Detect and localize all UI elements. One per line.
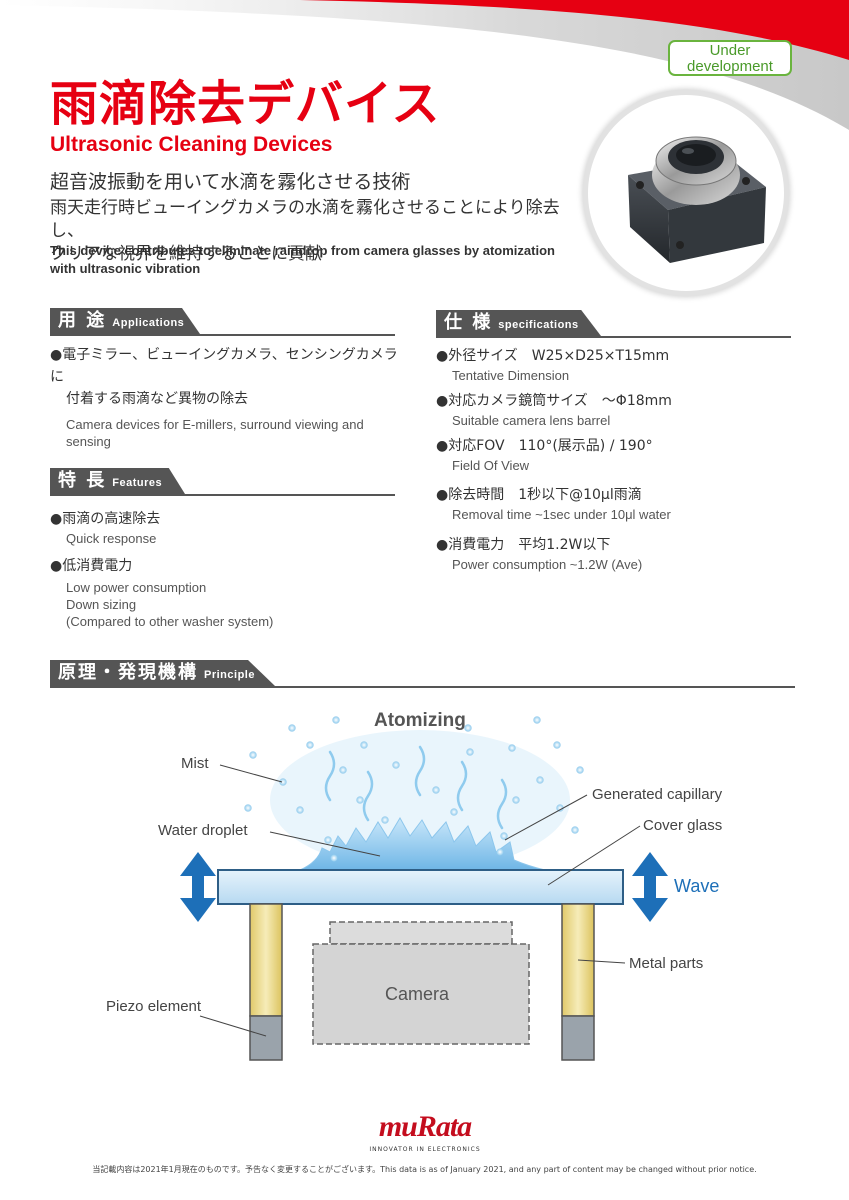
logo-wordmark: muRata bbox=[378, 1110, 472, 1143]
applications-item-jp-2: 付着する雨滴など異物の除去 bbox=[66, 391, 248, 407]
features-tab: 特 長 Features bbox=[50, 468, 185, 494]
murata-logo: muRata INNOVATOR IN ELECTRONICS bbox=[360, 1110, 490, 1154]
spec-row: ●対応FOV 110°(展示品) / 190° Field Of View bbox=[436, 435, 806, 484]
applications-item-jp-1: ●電子ミラー、ビューイングカメラ、センシングカメラに bbox=[50, 347, 398, 385]
spec-jp-1: ●外径サイズ W25×D25×T15mm bbox=[436, 348, 670, 364]
applications-body: ●電子ミラー、ビューイングカメラ、センシングカメラに 付着する雨滴など異物の除去… bbox=[50, 344, 410, 450]
applications-item-en-2: sensing bbox=[66, 434, 111, 449]
spec-en-4: Removal time ~1sec under 10μl water bbox=[452, 507, 671, 522]
spec-en-1: Tentative Dimension bbox=[452, 368, 570, 383]
specifications-title-jp: 仕 様 bbox=[444, 312, 493, 333]
spec-row: ●消費電力 平均1.2W以下 Power consumption ~1.2W (… bbox=[436, 534, 806, 573]
label-piezo-element: Piezo element bbox=[106, 998, 202, 1015]
device-illustration bbox=[628, 136, 766, 263]
feature-item-jp-2: ●低消費電力 bbox=[50, 558, 133, 574]
droplet-bubble bbox=[330, 854, 338, 862]
description-jp-line-1: 雨天走行時ビューイングカメラの水滴を霧化させることにより除去し、 bbox=[50, 198, 560, 241]
label-wave: Wave bbox=[674, 876, 720, 896]
droplet-bubble bbox=[496, 848, 504, 856]
spec-jp-3: ●対応FOV 110°(展示品) / 190° bbox=[436, 438, 653, 454]
subtitle-jp: 超音波振動を用いて水滴を霧化させる技術 bbox=[50, 171, 411, 193]
feature-item-jp-1: ●雨滴の高速除去 bbox=[50, 511, 161, 527]
feature-item-en-2a: Low power consumption bbox=[66, 580, 207, 595]
spec-en-2: Suitable camera lens barrel bbox=[452, 413, 611, 428]
spec-en-5: Power consumption ~1.2W (Ave) bbox=[452, 557, 643, 572]
title-en: Ultrasonic Cleaning Devices bbox=[50, 133, 333, 156]
principle-tab: 原理・発現機構 Principle bbox=[50, 660, 275, 686]
spec-en-3: Field Of View bbox=[452, 458, 530, 473]
features-title-jp: 特 長 bbox=[58, 470, 107, 491]
specifications-header: 仕 様 specifications bbox=[436, 310, 791, 338]
label-camera: Camera bbox=[385, 984, 450, 1004]
title-jp: 雨滴除去デバイス bbox=[50, 76, 441, 132]
applications-header: 用 途 Applications bbox=[50, 308, 395, 336]
feature-item-en-2b: Down sizing bbox=[66, 597, 137, 612]
applications-rule bbox=[50, 334, 395, 336]
product-photo bbox=[588, 95, 784, 291]
label-atomizing: Atomizing bbox=[374, 710, 466, 731]
principle-diagram bbox=[180, 716, 668, 1061]
specifications-title-en: specifications bbox=[498, 319, 579, 331]
spec-jp-2: ●対応カメラ鏡筒サイズ ～Φ18mm bbox=[436, 393, 672, 409]
description-jp-line-2: クリアな視界を維持することに貢献 bbox=[50, 244, 322, 264]
badge-line-1: Under bbox=[709, 42, 751, 59]
specifications-tab: 仕 様 specifications bbox=[436, 310, 601, 336]
principle-title-jp: 原理・発現機構 bbox=[58, 662, 198, 683]
description-en-line-2: with ultrasonic vibration bbox=[50, 261, 201, 276]
principle-rule bbox=[50, 686, 795, 688]
vibration-arrow-left bbox=[180, 852, 216, 922]
metal-part-left bbox=[249, 903, 283, 1017]
applications-item-en-1: Camera devices for E-millers, surround v… bbox=[66, 417, 364, 432]
feature-item-en-1: Quick response bbox=[66, 531, 157, 546]
description-en-line-1: This device contributes to eliminate rai… bbox=[50, 243, 555, 258]
label-metal-parts: Metal parts bbox=[629, 955, 704, 972]
applications-title-en: Applications bbox=[112, 317, 185, 329]
label-generated-capillary: Generated capillary bbox=[592, 786, 723, 803]
spec-row: ●対応カメラ鏡筒サイズ ～Φ18mm Suitable camera lens … bbox=[436, 390, 806, 435]
spec-jp-4: ●除去時間 1秒以下@10μl雨滴 bbox=[436, 487, 642, 503]
water-droplet-shape bbox=[299, 817, 546, 871]
spec-row: ●除去時間 1秒以下@10μl雨滴 Removal time ~1sec und… bbox=[436, 484, 806, 534]
applications-tab: 用 途 Applications bbox=[50, 308, 200, 334]
vibration-arrow-right bbox=[632, 852, 668, 922]
mist-particles bbox=[244, 716, 584, 859]
camera-body-shape bbox=[312, 943, 530, 1045]
label-mist: Mist bbox=[181, 755, 209, 772]
spec-jp-5: ●消費電力 平均1.2W以下 bbox=[436, 537, 611, 553]
principle-title-en: Principle bbox=[204, 669, 255, 681]
specifications-rule bbox=[436, 336, 791, 338]
header-swoosh bbox=[0, 0, 849, 130]
spec-row: ●外径サイズ W25×D25×T15mm Tentative Dimension bbox=[436, 345, 806, 390]
description-en: This device contributes to eliminate rai… bbox=[50, 242, 590, 278]
label-cover-glass: Cover glass bbox=[643, 817, 723, 834]
camera-lens-shape bbox=[329, 921, 513, 945]
logo-tagline: INNOVATOR IN ELECTRONICS bbox=[369, 1146, 481, 1153]
leader-lines bbox=[199, 764, 641, 1037]
badge-line-2: development bbox=[687, 58, 773, 75]
label-water-droplet: Water droplet bbox=[158, 822, 248, 839]
footer-disclaimer: 当記載内容は2021年1月現在のものです。予告なく変更することがございます。Th… bbox=[92, 1165, 757, 1174]
features-title-en: Features bbox=[112, 477, 163, 489]
applications-title-jp: 用 途 bbox=[58, 310, 107, 331]
description-jp: 雨天走行時ビューイングカメラの水滴を霧化させることにより除去し、 クリアな視界を… bbox=[50, 197, 590, 266]
features-rule bbox=[50, 494, 395, 496]
under-development-badge: Under development bbox=[668, 40, 792, 76]
principle-header: 原理・発現機構 Principle bbox=[50, 660, 795, 688]
features-header: 特 長 Features bbox=[50, 468, 395, 496]
vapor-wisps bbox=[324, 745, 508, 830]
cover-glass-shape bbox=[217, 869, 624, 905]
specifications-body: ●外径サイズ W25×D25×T15mm Tentative Dimension… bbox=[436, 345, 806, 573]
piezo-element-right bbox=[561, 1015, 595, 1061]
piezo-element-left bbox=[249, 1015, 283, 1061]
features-body: ●雨滴の高速除去 Quick response ●低消費電力 Low power… bbox=[50, 508, 410, 630]
mist-glow bbox=[270, 730, 570, 870]
feature-item-en-2c: (Compared to other washer system) bbox=[66, 614, 274, 629]
